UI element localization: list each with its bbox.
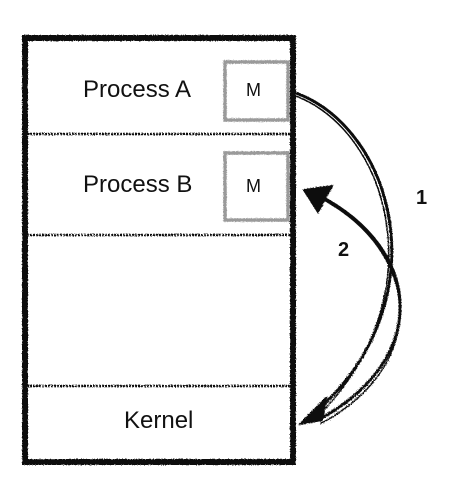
arrow-step-2: [317, 193, 402, 425]
shared-memory-box-a: [223, 60, 290, 122]
arrow-step-1-label: 1: [416, 187, 428, 209]
arrow-step-2-label: 2: [338, 239, 350, 261]
shared-memory-b-label: M: [246, 176, 261, 196]
memory-layout-box: [22, 35, 296, 465]
arrowhead-process-b: [302, 184, 334, 214]
kernel-label: Kernel: [124, 407, 194, 434]
process-a-label: Process A: [83, 76, 192, 103]
shared-memory-box-b: [223, 151, 290, 222]
arrowhead-kernel: [297, 395, 328, 426]
process-b-label: Process B: [83, 171, 193, 198]
region-dividers: [27, 132, 292, 388]
arrow-step-1: [295, 91, 394, 415]
shared-memory-a-label: M: [246, 80, 261, 100]
